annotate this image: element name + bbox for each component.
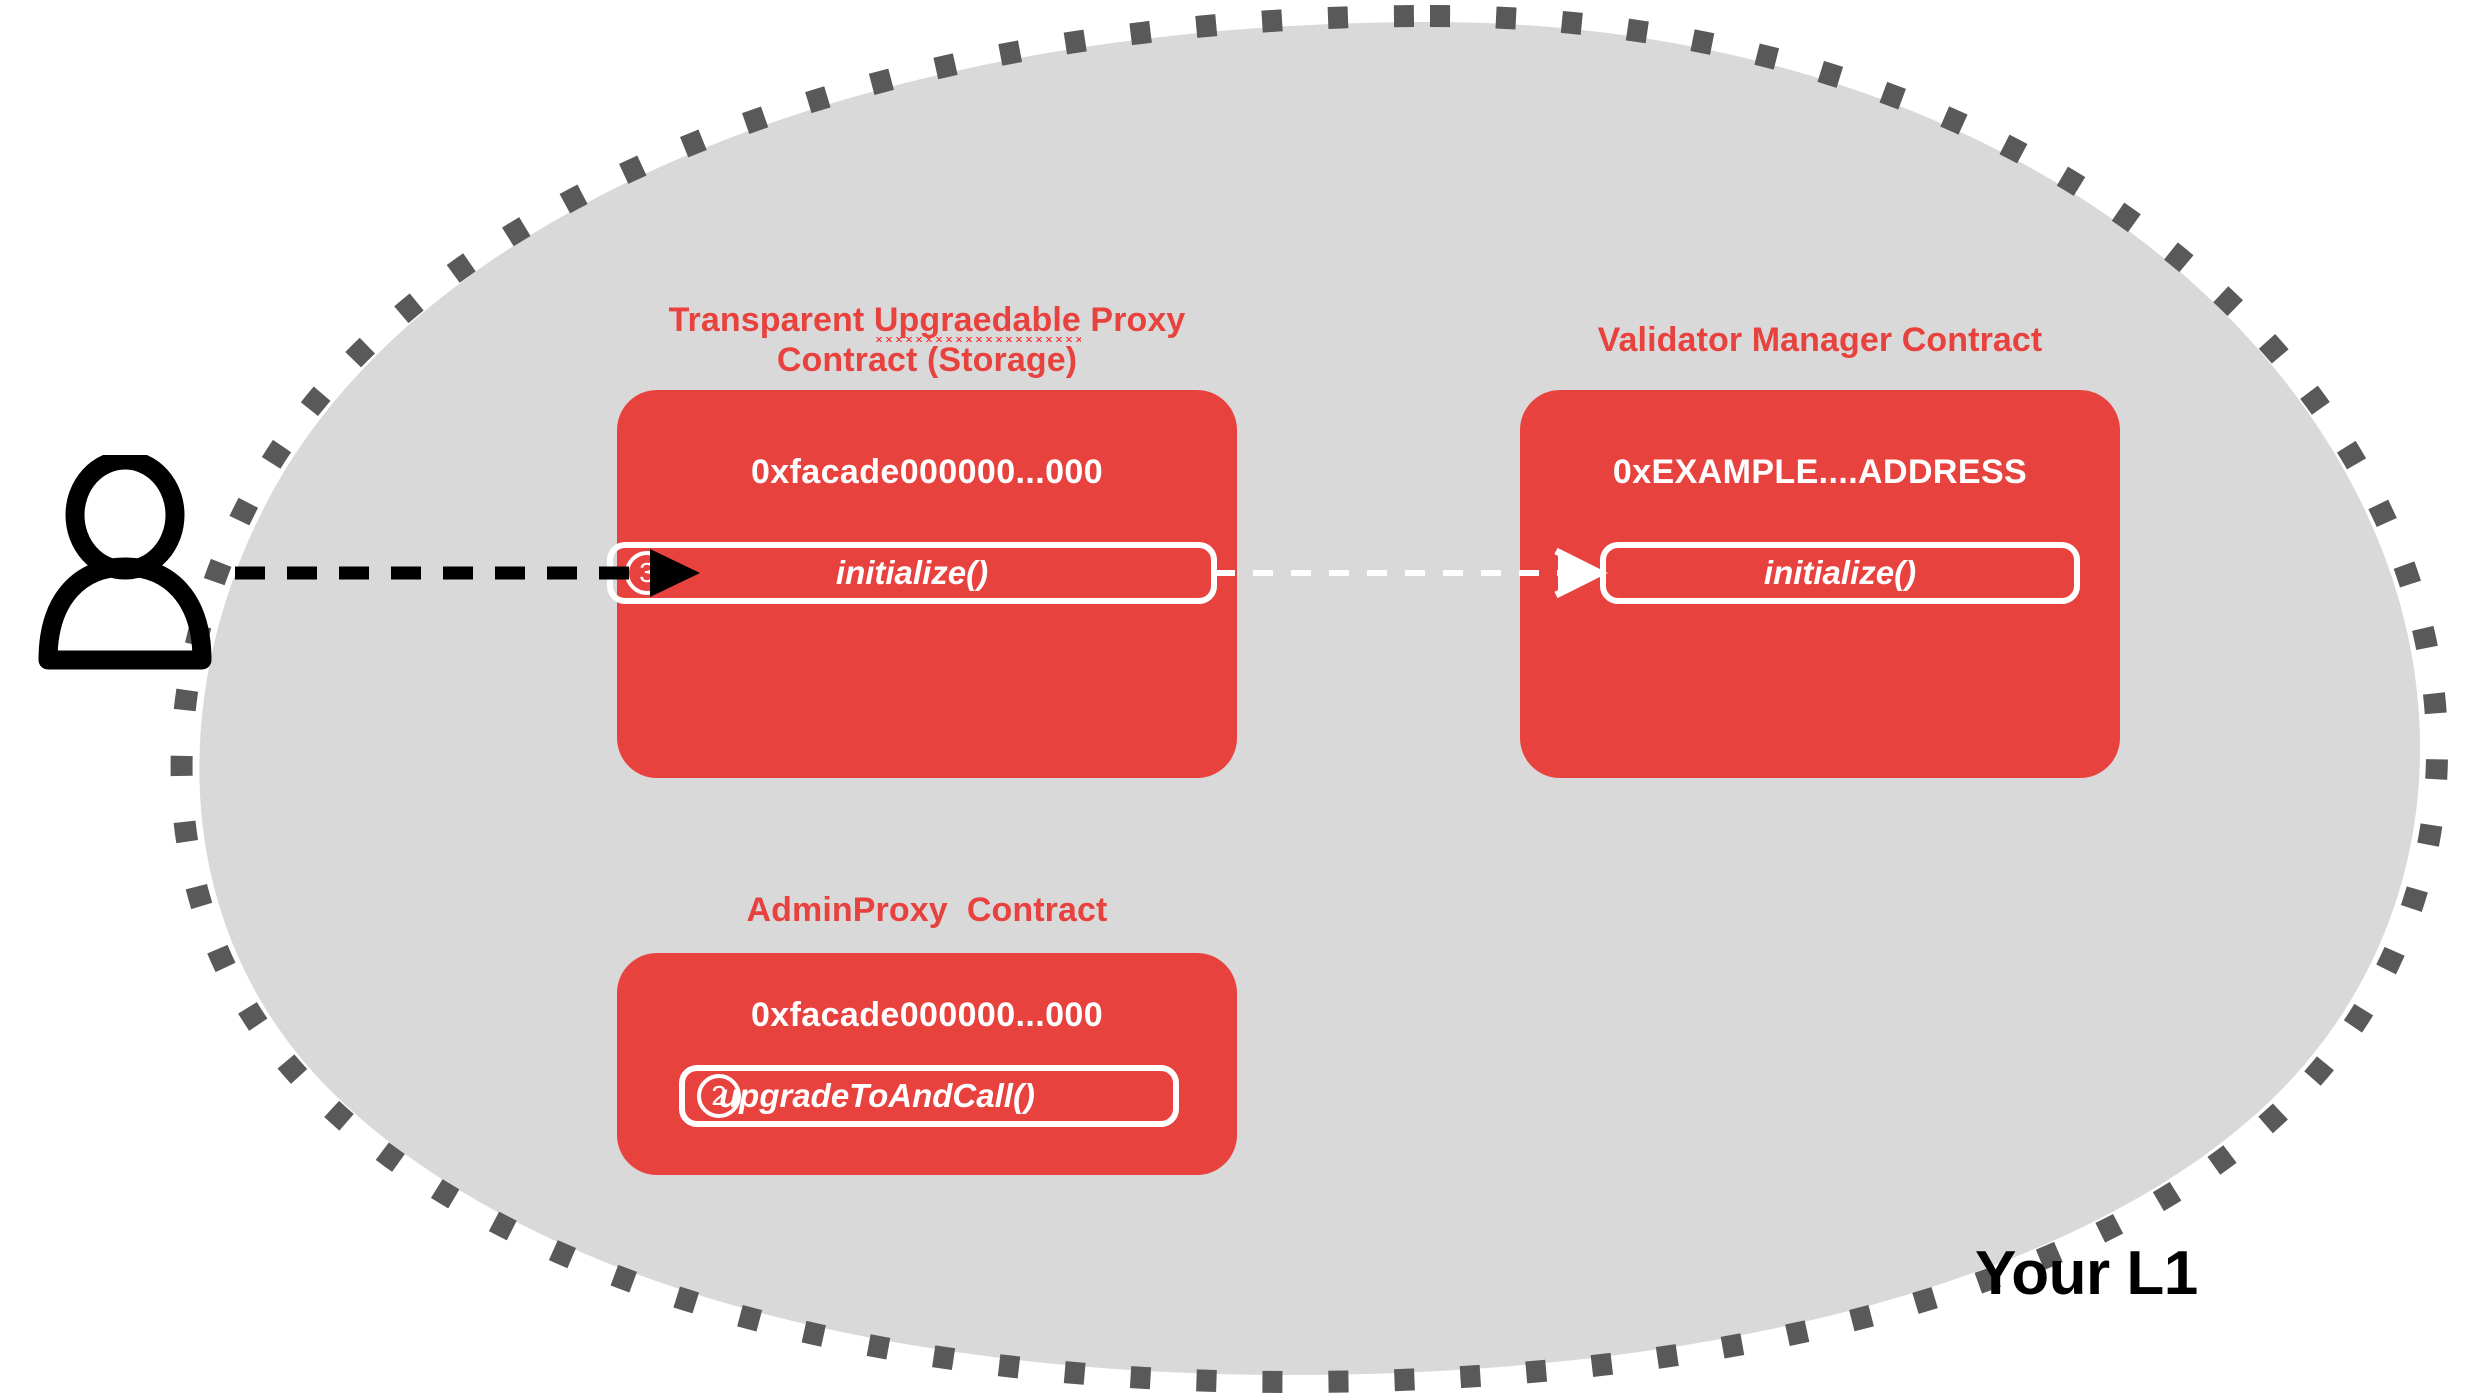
title-part-misspelled: Upgraedable [873, 301, 1081, 342]
contract-title-admin-proxy: AdminProxy Contract [746, 891, 1108, 929]
blob-dotted-border [170, 4, 2448, 1394]
contract-address-transparent-proxy: 0xfacade000000...000 [750, 453, 1104, 491]
contract-card-admin-proxy[interactable]: 0xfacade000000...000 2 upgradeToAndCall(… [617, 953, 1237, 1175]
user-person-icon [38, 455, 212, 670]
contract-address-validator-manager: 0xEXAMPLE....ADDRESS [1612, 453, 2028, 491]
method-pill-initialize-proxy[interactable]: 3 initialize() [607, 542, 1217, 604]
contract-admin-proxy: AdminProxy Contract 0xfacade000000...000… [617, 890, 1237, 1180]
contract-card-transparent-proxy[interactable]: 0xfacade000000...000 3 initialize() [607, 390, 1237, 778]
method-label-initialize: initialize() [1763, 554, 1917, 591]
method-pill-upgrade-to-and-call[interactable]: 2 upgradeToAndCall() [679, 1065, 1179, 1127]
step-badge-3: 3 [625, 551, 669, 595]
title-part-before: Transparent [668, 301, 874, 339]
method-label-upgrade-to-and-call: upgradeToAndCall() [719, 1077, 1035, 1114]
contract-validator-manager: Validator Manager Contract 0xEXAMPLE....… [1520, 320, 2120, 780]
environment-label-your-l1: Your L1 [1975, 1239, 2198, 1308]
contract-card-validator-manager[interactable]: 0xEXAMPLE....ADDRESS initialize() [1520, 390, 2120, 778]
title-line-2: Contract (Storage) [776, 341, 1078, 379]
contract-title-validator-manager: Validator Manager Contract [1597, 321, 2043, 359]
method-pill-initialize-validator-manager[interactable]: initialize() [1600, 542, 2080, 604]
method-label-initialize: initialize() [835, 554, 989, 591]
contract-address-admin-proxy: 0xfacade000000...000 [750, 996, 1104, 1034]
title-part-after: Proxy [1080, 301, 1186, 339]
step-badge-2: 2 [697, 1074, 741, 1118]
